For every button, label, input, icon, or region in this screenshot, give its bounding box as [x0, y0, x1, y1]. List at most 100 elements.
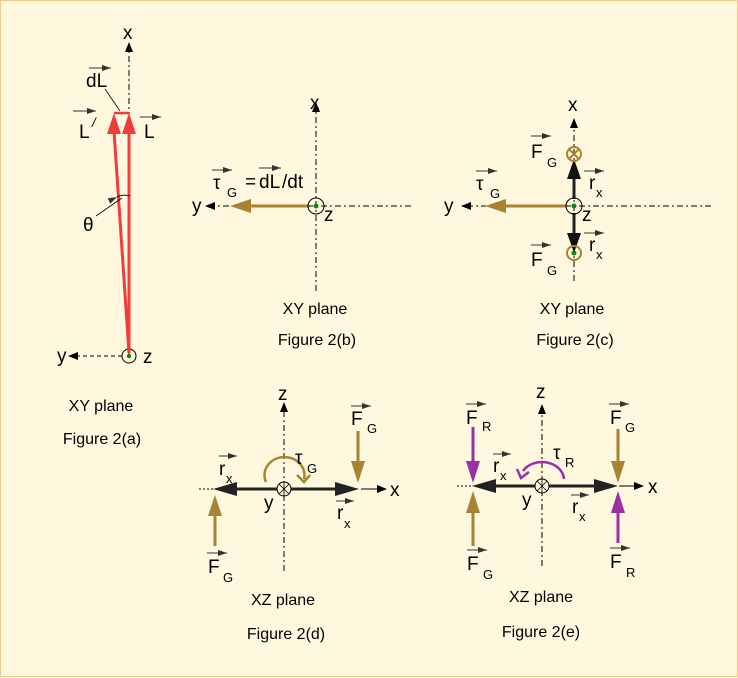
r-subscript: x: [596, 247, 603, 262]
torque-clockwise-arc: [263, 455, 306, 483]
dot-mark: [571, 250, 577, 256]
tau-label: τ: [553, 443, 561, 464]
figure-2c: x y z F G F G r x r x τ G XY plane Figur…: [444, 95, 711, 349]
r-x-arrowhead: [567, 159, 581, 179]
plane-label: XY plane: [540, 301, 605, 318]
plane-label: XZ plane: [509, 589, 573, 606]
F-subscript: G: [483, 567, 493, 582]
torque-arc-arrowhead: [296, 474, 311, 484]
reaction-force-arrowhead: [611, 491, 625, 513]
prime-mark: /: [91, 115, 97, 130]
F-label: F: [467, 554, 479, 575]
equals-sign: =: [245, 172, 256, 193]
r-subscript: x: [500, 468, 507, 483]
r-subscript: x: [226, 471, 233, 486]
cross-mark: [278, 482, 290, 496]
figure-caption: Figure 2(b): [278, 332, 356, 349]
y-axis-label: y: [192, 196, 202, 217]
z-dot: [571, 203, 577, 209]
F-label: F: [208, 557, 220, 578]
r-subscript: x: [579, 509, 586, 524]
F-subscript: G: [547, 155, 557, 170]
tau-label: τ: [476, 174, 484, 195]
figure-2b: x y z τ G = dL /dt XY plane Figure 2(b): [192, 93, 411, 349]
x-axis-label: x: [310, 93, 320, 114]
theta-label: θ: [83, 215, 94, 236]
figure-caption: Figure 2(a): [63, 431, 141, 448]
tau-label: τ: [213, 173, 221, 194]
z-axis-label: z: [278, 384, 288, 405]
tau-subscript: G: [307, 461, 317, 476]
F-label: F: [531, 142, 543, 163]
figure-2a: x y z dL L / L θ XY plane Figure 2(a): [57, 23, 161, 448]
z-out-of-page-icon: [565, 197, 583, 215]
r-label: r: [572, 497, 579, 518]
z-out-of-page-icon: [307, 197, 325, 215]
dL-leader-line: [104, 88, 121, 112]
torque-arc-arrowhead: [515, 468, 530, 480]
tau-label: τ: [295, 448, 303, 469]
reaction-force-arrowhead: [466, 461, 480, 483]
L-prime-arrowhead: [107, 113, 121, 134]
cross-mark: [568, 148, 580, 160]
x-axis-label: x: [123, 23, 133, 44]
F-label: F: [351, 409, 363, 430]
dL-label: dL: [86, 71, 107, 92]
force-arrowhead: [351, 461, 365, 483]
tau-subscript: G: [227, 185, 237, 200]
L-prime-vector: [112, 130, 131, 354]
plane-label: XZ plane: [251, 592, 315, 609]
theta-leader-line: [95, 197, 123, 217]
r-label: r: [337, 503, 344, 524]
r-subscript: x: [344, 516, 351, 531]
F-label: F: [466, 408, 478, 429]
figure-caption: Figure 2(c): [536, 332, 613, 349]
r-x-arrowhead-right: [335, 482, 359, 496]
tau-subscript: G: [490, 186, 500, 201]
y-axis-label: y: [57, 346, 67, 367]
x-axis-label: x: [568, 95, 578, 116]
r-x-arrowhead: [567, 233, 581, 253]
torque-counterclockwise-arc: [521, 460, 566, 480]
dt-label: /dt: [282, 172, 304, 193]
plane-label: XY plane: [69, 398, 134, 415]
plane-label: XY plane: [283, 301, 348, 318]
z-axis-label: z: [324, 205, 334, 226]
r-label: r: [493, 456, 500, 477]
r-label: r: [589, 235, 596, 256]
force-arrowhead: [208, 495, 222, 516]
figure-2d: z x y F G F G r x r x τ G XZ plane Figur…: [199, 384, 400, 643]
F-subscript: G: [547, 263, 557, 278]
figure-caption: Figure 2(d): [247, 626, 325, 643]
torque-arrowhead: [230, 199, 251, 213]
z-axis-label: z: [143, 347, 153, 368]
x-axis-label: x: [390, 480, 400, 501]
F-label: F: [610, 408, 622, 429]
F-label: F: [610, 552, 622, 573]
F-subscript: G: [367, 421, 377, 436]
dL-label: dL: [259, 172, 280, 193]
cross-mark: [536, 479, 548, 493]
L-label: L: [144, 122, 155, 143]
L-arrowhead: [122, 113, 136, 134]
r-label: r: [589, 173, 596, 194]
r-x-arrowhead-left: [472, 479, 496, 493]
gravity-force-arrowhead: [611, 461, 625, 483]
figure-2e: z x y F R F G F G F R r: [457, 382, 658, 641]
figure-caption: Figure 2(e): [502, 624, 580, 641]
force-into-page-icon: [566, 146, 582, 162]
torque-arrowhead: [485, 199, 506, 213]
F-subscript: G: [625, 420, 635, 435]
r-x-arrowhead-left: [213, 482, 237, 496]
y-axis-label: y: [444, 196, 454, 217]
x-axis-label: x: [648, 477, 658, 498]
z-axis-label: z: [536, 382, 546, 403]
L-prime-label: L: [79, 122, 90, 143]
F-subscript: G: [223, 570, 233, 585]
y-axis-label: y: [264, 493, 274, 514]
z-axis-label: z: [582, 205, 592, 226]
F-subscript: R: [626, 565, 635, 580]
gravity-force-arrowhead: [466, 491, 480, 513]
